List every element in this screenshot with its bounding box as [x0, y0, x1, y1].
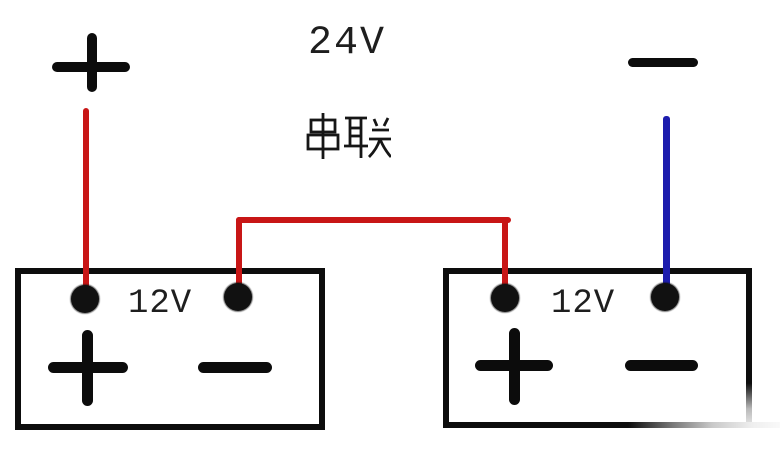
battery-right-border-left [443, 268, 449, 428]
battery-right-border-top [443, 268, 752, 274]
output-plus-vertical-bar [87, 33, 97, 92]
series-connection-label: 串联 [303, 113, 391, 159]
battery-right-positive-terminal [491, 284, 519, 312]
battery-right-plus-vertical-bar [509, 328, 520, 405]
battery-left-voltage-label: 12V [128, 285, 193, 323]
battery-right-negative-terminal [651, 283, 679, 311]
battery-right-minus-symbol [625, 360, 698, 371]
battery-right-border-right [746, 268, 752, 428]
battery-left-plus-vertical-bar [82, 330, 93, 406]
battery-left-minus-symbol [198, 362, 272, 373]
negative-output-wire [663, 116, 670, 297]
series-link-wire-right [502, 217, 508, 298]
series-link-wire-left [236, 217, 242, 297]
battery-left-negative-terminal [224, 283, 252, 311]
battery-left-positive-terminal [71, 285, 99, 313]
battery-left-box [15, 268, 325, 430]
positive-output-wire [83, 108, 89, 298]
series-connection-glyphs [306, 113, 391, 159]
battery-right-voltage-label: 12V [551, 285, 616, 323]
output-negative-symbol [628, 58, 698, 67]
battery-right-border-bottom [443, 422, 780, 428]
series-link-wire-top [236, 217, 511, 223]
total-voltage-label: 24V [308, 21, 387, 66]
